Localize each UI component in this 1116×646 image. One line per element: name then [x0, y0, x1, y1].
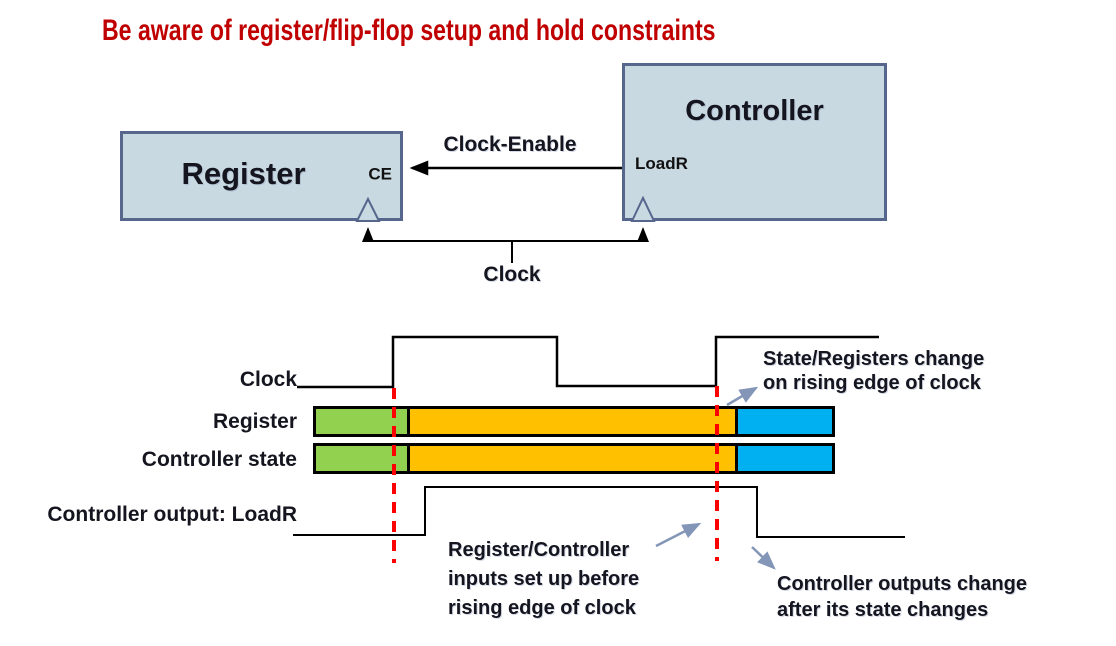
annotation-setup-line1: Register/Controller: [448, 539, 630, 561]
annotation-setup: Register/Controller inputs set up before…: [448, 536, 639, 623]
segment-divider: [735, 409, 738, 434]
controller-state-timing-bar: [313, 443, 835, 474]
register-bar-orange-segment: [410, 409, 735, 434]
controller-bar-green-segment: [316, 446, 407, 471]
annotation-outputs-change-line1: Controller outputs change: [777, 573, 1027, 595]
slide-title: Be aware of register/flip-flop setup and…: [102, 14, 716, 47]
annotation-arrow-setup: [655, 522, 702, 548]
register-timing-bar: [313, 406, 835, 437]
clock-enable-label: Clock-Enable: [443, 133, 577, 156]
annotation-state-change: State/Registers change on rising edge of…: [763, 347, 984, 395]
register-bar-blue-segment: [738, 409, 832, 434]
register-bar-green-segment: [316, 409, 407, 434]
loadr-waveform: [293, 486, 905, 538]
segment-divider: [735, 446, 738, 471]
annotation-arrow-state-change: [726, 386, 759, 407]
ce-pin-label: CE: [368, 164, 392, 184]
annotation-state-change-line1: State/Registers change: [763, 348, 985, 370]
loadr-pin-label: LoadR: [635, 154, 688, 173]
timing-row-label-register: Register: [212, 410, 297, 433]
annotation-outputs-change: Controller outputs change after its stat…: [777, 571, 1027, 623]
timing-row-label-controller-state: Controller state: [141, 448, 297, 471]
timing-row-label-clock: Clock: [239, 368, 297, 391]
timing-row-label-controller-output: Controller output: LoadR: [47, 503, 297, 526]
segment-divider: [407, 446, 410, 471]
register-box: Register CE: [120, 131, 403, 221]
register-box-label: Register: [181, 156, 306, 191]
controller-bar-blue-segment: [738, 446, 832, 471]
controller-box: Controller LoadR: [622, 63, 887, 221]
annotation-setup-line3: rising edge of clock: [448, 597, 636, 619]
segment-divider: [407, 409, 410, 434]
controller-bar-orange-segment: [410, 446, 735, 471]
controller-box-label: Controller: [685, 95, 824, 127]
annotation-arrow-outputs-change: [751, 546, 776, 570]
annotation-outputs-change-line2: after its state changes: [777, 599, 989, 621]
annotation-setup-line2: inputs set up before: [448, 568, 640, 590]
clock-distribution-label: Clock: [483, 263, 541, 286]
annotation-state-change-line2: on rising edge of clock: [763, 372, 981, 394]
